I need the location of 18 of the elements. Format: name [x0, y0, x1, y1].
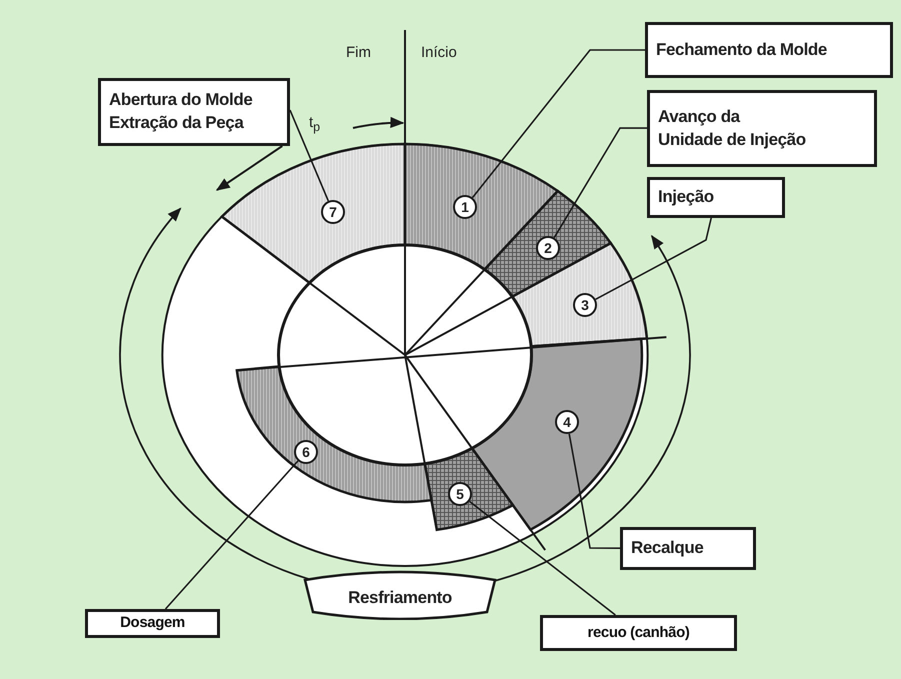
label-box: Avanço da Unidade de Injeção — [647, 90, 877, 167]
leader-line — [568, 434, 620, 549]
banner-label: Resfriamento — [303, 568, 497, 620]
leader-line — [289, 110, 330, 202]
leader-line — [595, 218, 712, 300]
axis-label: Fim — [346, 44, 371, 61]
label-box: recuo (canhão) — [540, 615, 737, 651]
label-box: Dosagem — [85, 609, 220, 638]
label-box: Injeção — [647, 177, 785, 218]
label-box: Abertura do Molde Extração da Peça — [98, 78, 290, 146]
leader-line — [472, 49, 645, 198]
leader-line — [469, 500, 616, 616]
time-label: t$_{p}$ — [309, 114, 320, 134]
leader-line — [164, 460, 299, 610]
arrow — [216, 145, 283, 191]
axis-label: Início — [421, 44, 457, 61]
label-box: Recalque — [620, 527, 756, 570]
label-box: Fechamento da Molde — [645, 22, 893, 78]
